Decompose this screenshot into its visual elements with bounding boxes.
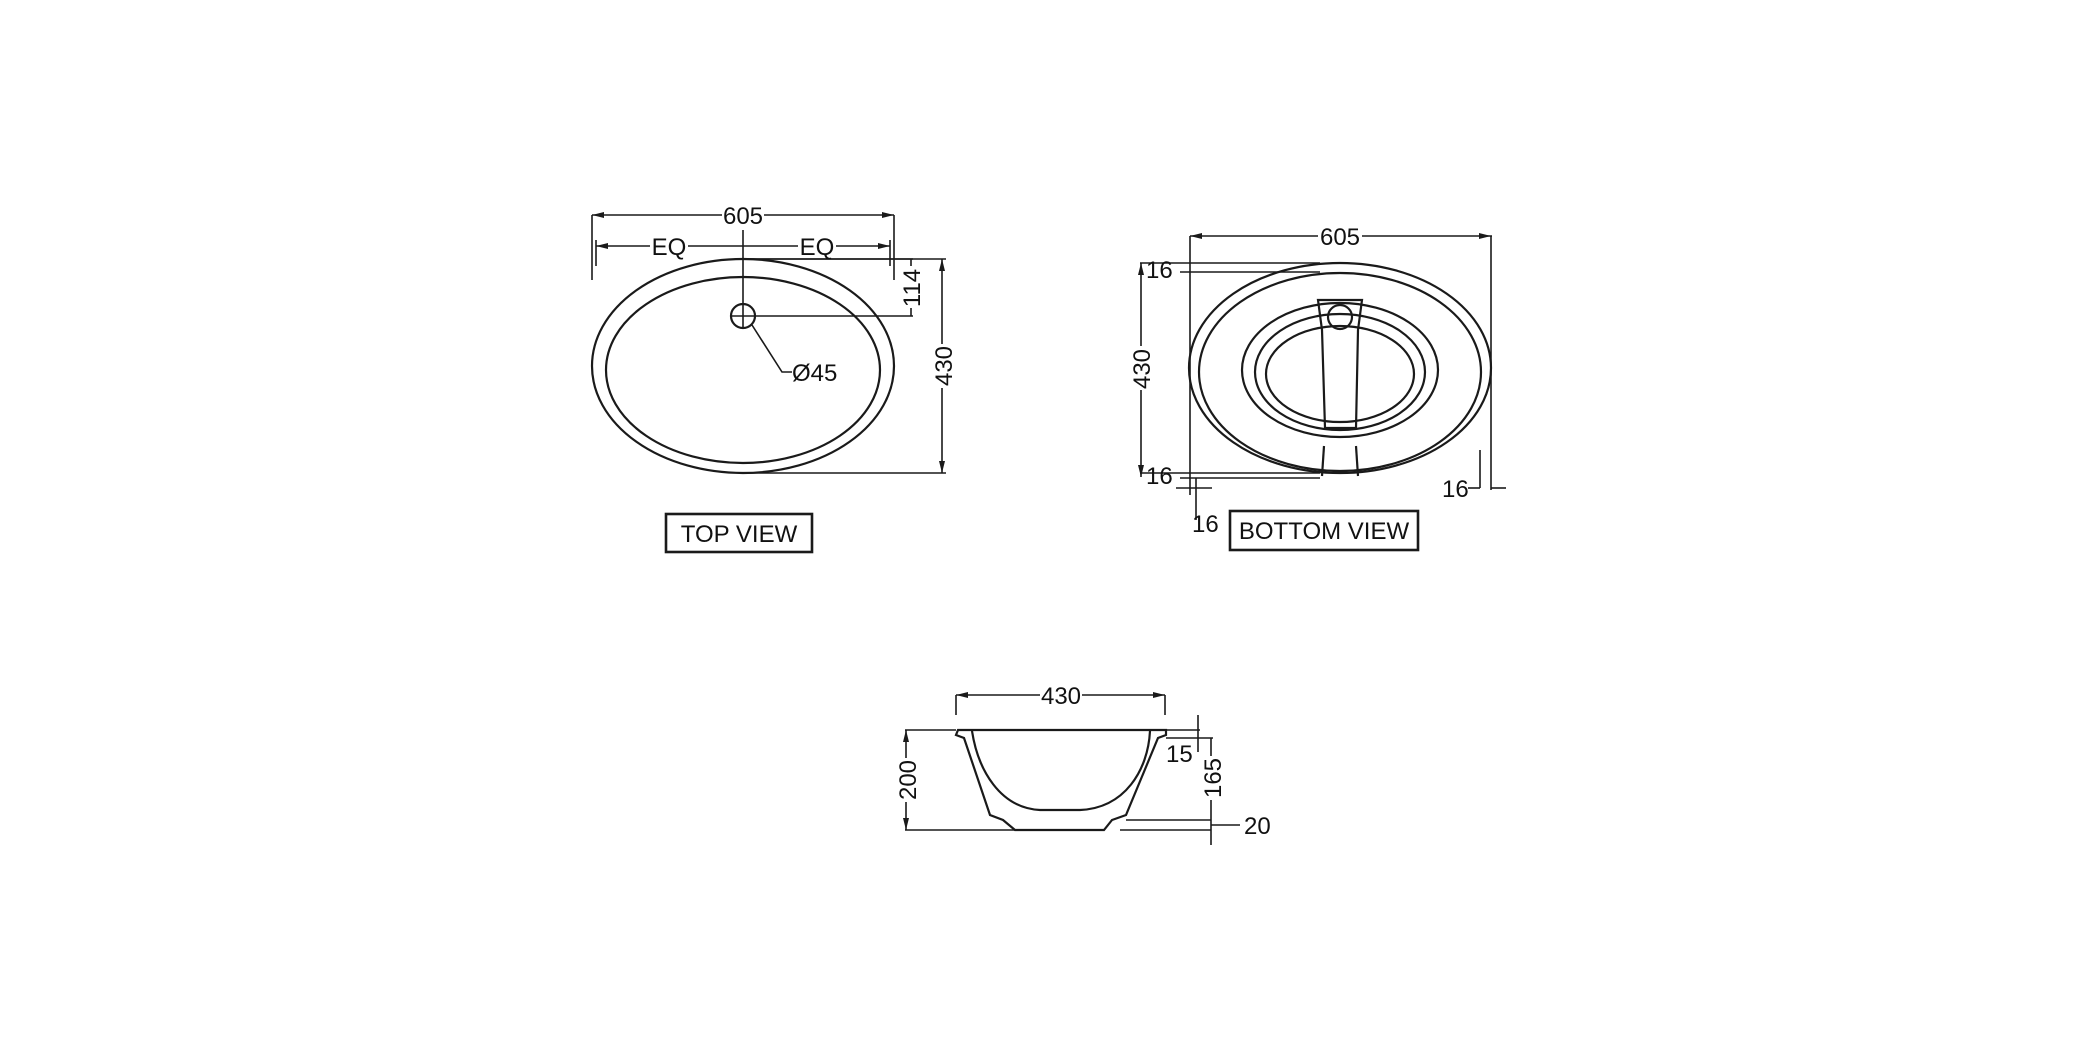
bottom-view-bowl-outer [1240,301,1440,439]
top-view: 605 EQ EQ 114 430 Ø45 TOP VIEW [590,203,958,554]
top-view-label: TOP VIEW [681,521,798,548]
eq-right-dimension: EQ [800,234,835,261]
tap-boss [1316,298,1364,430]
bottom-view: 605 16 430 16 16 16 BOTTOM VIEW [1128,224,1506,552]
bottom-height-dimension: 430 [1129,349,1156,389]
bowl-depth-dimension: 165 [1200,758,1227,798]
side-view-basin-profile [954,728,1168,832]
bottom-view-label: BOTTOM VIEW [1239,518,1410,545]
bottom-view-outer-rim [1187,261,1493,475]
eq-left-dimension: EQ [652,234,687,261]
top-width-dimension: 605 [723,203,763,230]
rim-left-dimension: 16 [1192,511,1219,538]
rim-top-dimension: 16 [1146,257,1173,284]
bottom-view-label-box [1228,509,1420,552]
side-width-dimension: 430 [1041,683,1081,710]
bottom-width-dimension: 605 [1320,224,1360,251]
bottom-view-bowl-inner [1264,324,1416,424]
top-view-label-box [664,512,814,554]
tap-hole-icon [1326,303,1354,331]
side-view: 430 200 15 165 20 [894,683,1271,845]
rim-right-dimension: 16 [1442,476,1469,503]
hole-diameter-dimension: Ø45 [792,360,837,387]
rim-thickness-dimension: 15 [1166,741,1193,768]
rim-bottom-dimension: 16 [1146,463,1173,490]
top-height-dimension: 430 [931,346,958,386]
base-height-dimension: 20 [1244,813,1271,840]
tap-offset-dimension: 114 [899,269,926,307]
side-height-dimension: 200 [895,760,922,800]
